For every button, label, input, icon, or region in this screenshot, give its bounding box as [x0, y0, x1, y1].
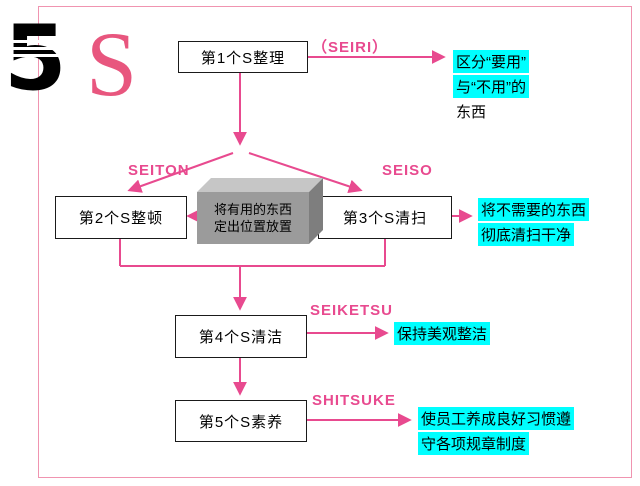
flow-box-step1: 第1个S整理 — [178, 41, 308, 73]
note-seiso: 将不需要的东西 彻底清扫干净 — [478, 198, 590, 248]
note-seiri-line3: 东西 — [456, 104, 487, 121]
note-seiketsu: 保持美观整洁 — [394, 322, 491, 347]
note-seiri: 区分“要用” 与“不用”的 东西 — [453, 50, 529, 123]
flow-box-step4: 第4个S清洁 — [175, 315, 307, 358]
note-shitsuke-line1: 使员工养成良好习惯遵 — [418, 407, 575, 430]
logo-s: S — [86, 13, 138, 115]
logo-5-stripe — [6, 54, 62, 57]
label-seiton: SEITON — [128, 162, 190, 179]
arrow-diagonal-left-seiton — [127, 152, 234, 193]
cube-top-face — [197, 178, 323, 192]
label-shitsuke: SHITSUKE — [312, 392, 396, 409]
flow-box-step5: 第5个S素养 — [175, 400, 307, 442]
storage-cube: 将有用的东西 定出位置放置 — [197, 192, 309, 244]
arrow-diagonal-right-seiso — [248, 152, 363, 194]
logo-5-stripe — [6, 47, 62, 50]
cube-text-line1: 将有用的东西 — [213, 202, 292, 217]
note-seiketsu-line1: 保持美观整洁 — [394, 322, 491, 345]
label-seiketsu: SEIKETSU — [310, 302, 394, 319]
logo-5-stripe — [6, 40, 62, 43]
cube-text-line2: 定出位置放置 — [213, 219, 292, 234]
note-seiso-line2: 彻底清扫干净 — [478, 223, 575, 246]
flow-box-step2: 第2个S整顿 — [55, 196, 187, 239]
label-seiso: SEISO — [382, 162, 433, 179]
cube-side-face — [309, 178, 323, 244]
logo-5: 5 — [4, 6, 67, 111]
note-shitsuke: 使员工养成良好习惯遵 守各项规章制度 — [418, 407, 575, 457]
note-seiri-line1: 区分“要用” — [453, 50, 529, 73]
flow-box-step3: 第3个S清扫 — [318, 196, 452, 239]
note-seiri-line2: 与“不用”的 — [453, 75, 529, 98]
note-seiso-line1: 将不需要的东西 — [478, 198, 590, 221]
note-shitsuke-line2: 守各项规章制度 — [418, 432, 530, 455]
label-seiri: （SEIRI） — [312, 39, 389, 56]
